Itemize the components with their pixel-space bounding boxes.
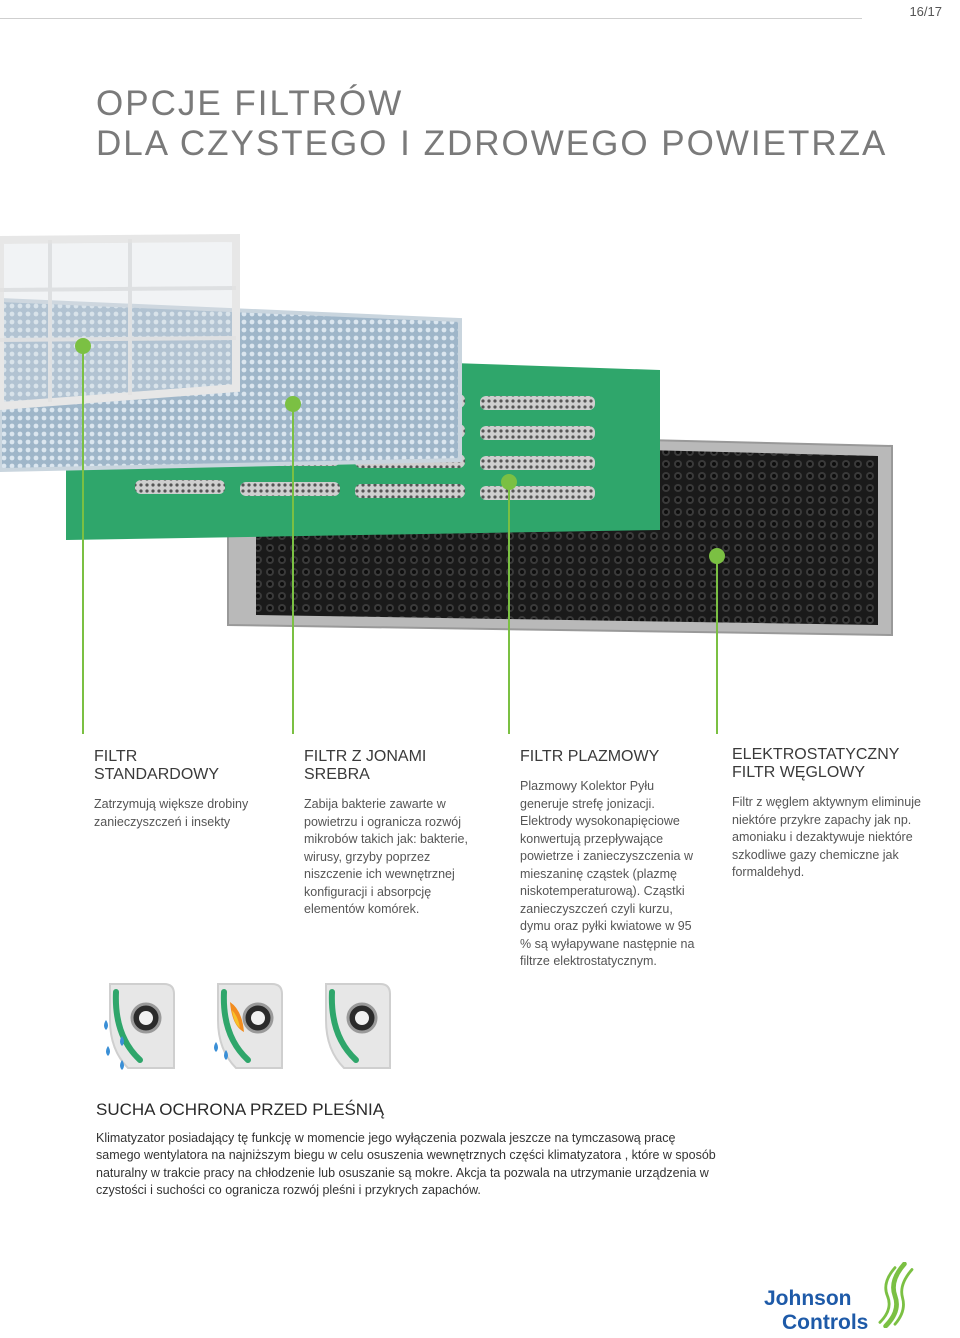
title-line-2: DLA CZYSTEGO I ZDROWEGO POWIETRZA — [96, 124, 888, 163]
leader-line-plasma — [508, 482, 510, 734]
filter-plasma-title: FILTR PLAZMOWY — [520, 748, 660, 765]
standard-filter-grid — [0, 239, 237, 402]
drying-icons — [100, 980, 420, 1080]
johnson-controls-logo: Johnson Controls — [764, 1262, 934, 1334]
leader-dot-plasma — [501, 474, 517, 490]
leader-line-carbon — [716, 556, 718, 734]
mold-protection-text: Klimatyzator posiadający tę funkcję w mo… — [96, 1131, 716, 1197]
filter-silver-ion-text: Zabija bakterie zawarte w powietrzu i og… — [304, 797, 468, 916]
page-title: OPCJE FILTRÓW DLA CZYSTEGO I ZDROWEGO PO… — [96, 84, 887, 164]
drying-stage-3-icon — [325, 983, 391, 1069]
filter-plasma: FILTR PLAZMOWY Plazmowy Kolektor Pyłu ge… — [520, 748, 700, 971]
filter-standard-title: FILTR STANDARDOWY — [94, 748, 220, 783]
leader-line-standard — [82, 346, 84, 734]
filter-carbon-text: Filtr z węglem aktywnym eliminuje niektó… — [732, 795, 921, 879]
filter-carbon: ELEKTROSTATYCZNY FILTR WĘGLOWY Filtr z w… — [732, 746, 922, 882]
page-number: 16/17 — [909, 4, 942, 19]
drying-stage-1-icon — [104, 983, 175, 1070]
mold-protection-heading: SUCHA OCHRONA PRZED PLEŚNIĄ — [96, 1100, 385, 1119]
drying-stage-2-icon — [214, 983, 283, 1069]
filter-carbon-title: ELEKTROSTATYCZNY FILTR WĘGLOWY — [732, 746, 900, 781]
leader-line-silver — [292, 404, 294, 734]
standard-filter-frame — [0, 233, 240, 411]
filter-layers-illustration — [0, 233, 893, 637]
leader-dot-carbon — [709, 548, 725, 564]
leader-dot-standard — [75, 338, 91, 354]
logo-word-controls: Controls — [782, 1311, 869, 1334]
filter-silver-ion: FILTR Z JONAMI SREBRA Zabija bakterie za… — [304, 748, 484, 919]
mold-protection-section: SUCHA OCHRONA PRZED PLEŚNIĄ Klimatyzator… — [96, 1100, 716, 1199]
logo-word-johnson: Johnson — [764, 1287, 852, 1310]
filter-standard: FILTR STANDARDOWY Zatrzymują większe dro… — [94, 748, 264, 831]
header-rule — [0, 18, 862, 19]
leader-dot-silver — [285, 396, 301, 412]
filter-standard-text: Zatrzymują większe drobiny zanieczyszcze… — [94, 797, 249, 829]
standard-filter-mesh — [4, 242, 232, 402]
title-line-1: OPCJE FILTRÓW — [96, 84, 404, 123]
filter-silver-ion-title: FILTR Z JONAMI SREBRA — [304, 748, 427, 783]
logo-wave-icon — [878, 1262, 914, 1328]
filter-plasma-text: Plazmowy Kolektor Pyłu generuje strefę j… — [520, 779, 695, 968]
